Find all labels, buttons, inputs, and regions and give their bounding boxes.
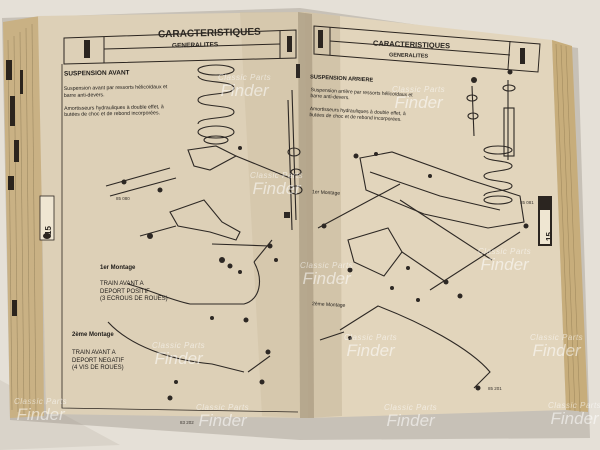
- front-mounting1-title: 1er Montage: [100, 265, 136, 271]
- front-mounting2-text: TRAIN AVANT A DEPORT NEGATIF (4 VIS DE R…: [72, 350, 125, 371]
- watermark-line2: Finder: [154, 349, 203, 368]
- left-figure-ref-2: 83 202: [180, 420, 194, 425]
- watermark-line1: Classic Parts: [548, 401, 600, 410]
- watermark-line1: Classic Parts: [392, 85, 446, 94]
- left-section-tab: 15: [43, 226, 53, 235]
- watermark-line2: Finder: [532, 341, 581, 360]
- watermark-line2: Finder: [386, 411, 435, 430]
- watermark-line1: Classic Parts: [530, 333, 584, 342]
- watermark-line2: Finder: [550, 409, 599, 428]
- left-figure-ref-1: 85 080: [116, 196, 130, 201]
- watermark-line2: Finder: [16, 405, 65, 424]
- watermark-line2: Finder: [302, 269, 351, 288]
- watermark-line1: Classic Parts: [152, 341, 206, 350]
- watermark-line2: Finder: [480, 255, 529, 274]
- watermark-line1: Classic Parts: [384, 403, 438, 412]
- watermark-line1: Classic Parts: [196, 403, 250, 412]
- watermark-line2: Finder: [252, 179, 301, 198]
- watermark-line1: Classic Parts: [478, 247, 532, 256]
- front-mounting2-title: 2ème Montage: [72, 332, 114, 338]
- front-suspension-text: Suspension avant par ressorts hélicoïdau…: [63, 84, 168, 118]
- watermark-line1: Classic Parts: [218, 73, 272, 82]
- front-suspension-title: SUSPENSION AVANT: [63, 69, 130, 78]
- watermark-line1: Classic Parts: [250, 171, 304, 180]
- right-figure-ref-2: 85 201: [488, 386, 502, 391]
- watermark-line2: Finder: [394, 93, 443, 112]
- watermark-line1: Classic Parts: [300, 261, 354, 270]
- watermark-line2: Finder: [220, 81, 269, 100]
- watermark-line1: Classic Parts: [344, 333, 398, 342]
- watermark-line2: Finder: [198, 411, 247, 430]
- watermark-line1: Classic Parts: [14, 397, 68, 406]
- front-mounting1-text: TRAIN AVANT A DEPORT POSITIF (3 ECROUS D…: [100, 281, 168, 302]
- right-section-tab: 15: [544, 232, 554, 241]
- watermark-line2: Finder: [346, 341, 395, 360]
- left-header-subtitle: GENERALITES: [171, 41, 219, 50]
- right-figure-ref-1: 85 081: [520, 200, 534, 205]
